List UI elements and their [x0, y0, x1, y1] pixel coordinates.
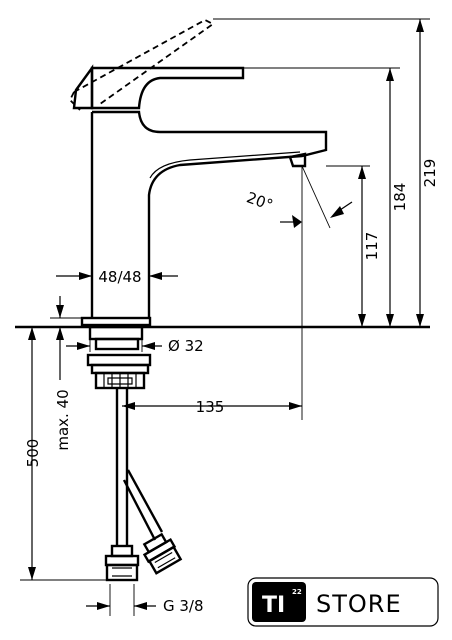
dimension-lines — [20, 18, 430, 616]
logo-store-text: STORE — [316, 590, 402, 618]
dim-184: 184 — [391, 183, 409, 212]
logo-ti-text: TI — [262, 593, 285, 618]
dim-117: 117 — [363, 232, 381, 261]
dim-connection: G 3/8 — [163, 597, 204, 615]
store-logo: TI 22 STORE — [247, 577, 439, 627]
dim-angle: 20° — [244, 188, 275, 214]
dim-hose-length: 500 — [24, 439, 42, 468]
faucet-outline — [15, 18, 430, 582]
dim-max-thickness: max. 40 — [54, 389, 72, 450]
dim-mount-diameter: Ø 32 — [168, 337, 204, 355]
logo-superscript: 22 — [292, 588, 302, 596]
dim-body-width: 48/48 — [98, 268, 141, 286]
dim-reach: 135 — [196, 398, 225, 416]
dim-219: 219 — [421, 159, 439, 188]
